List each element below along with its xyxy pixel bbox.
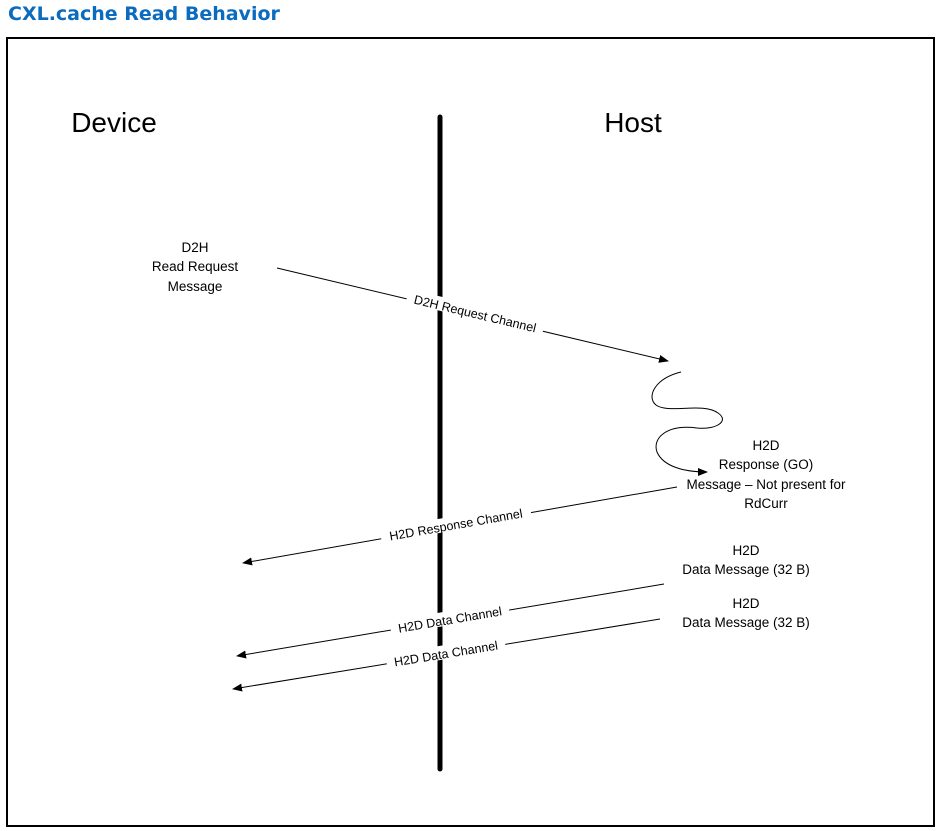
device-label: Device — [71, 107, 157, 138]
d2h-request-line-1: D2H — [181, 240, 208, 255]
h2d-response-channel-label: H2D Response Channel — [379, 503, 532, 543]
h2d-data-channel-label-1: H2D Data Channel — [389, 601, 510, 636]
h2d-data-2-line-1: H2D — [732, 596, 759, 611]
h2d-data-1-line-1: H2D — [732, 543, 759, 558]
host-processing-squiggle — [651, 371, 723, 476]
d2h-request-channel-label: D2H Request Channel — [405, 289, 546, 336]
diagram-frame — [6, 37, 935, 827]
h2d-data-1-line-2: Data Message (32 B) — [682, 562, 810, 577]
svg-text:D2H Request Channel: D2H Request Channel — [413, 293, 538, 336]
h2d-data-channel-label-2: H2D Data Channel — [385, 635, 507, 670]
h2d-data-message-1: H2D Data Message (32 B) — [682, 543, 810, 577]
d2h-request-line-2: Read Request — [152, 259, 239, 274]
d2h-request-line-3: Message — [168, 279, 223, 294]
h2d-response-line-2: Response (GO) — [719, 457, 814, 472]
h2d-response-line-3: Message – Not present for — [686, 477, 846, 492]
h2d-response-line-4: RdCurr — [744, 496, 788, 511]
page-title: CXL.cache Read Behavior — [8, 3, 280, 25]
h2d-data-2-line-2: Data Message (32 B) — [682, 615, 810, 630]
d2h-request-message: D2H Read Request Message — [152, 240, 239, 294]
host-label: Host — [604, 107, 662, 138]
h2d-response-line-1: H2D — [752, 438, 779, 453]
svg-text:H2D Data Channel: H2D Data Channel — [393, 639, 499, 670]
h2d-data-message-2: H2D Data Message (32 B) — [682, 596, 810, 630]
h2d-response-message: H2D Response (GO) Message – Not present … — [686, 438, 846, 511]
svg-text:H2D Data Channel: H2D Data Channel — [397, 604, 503, 635]
